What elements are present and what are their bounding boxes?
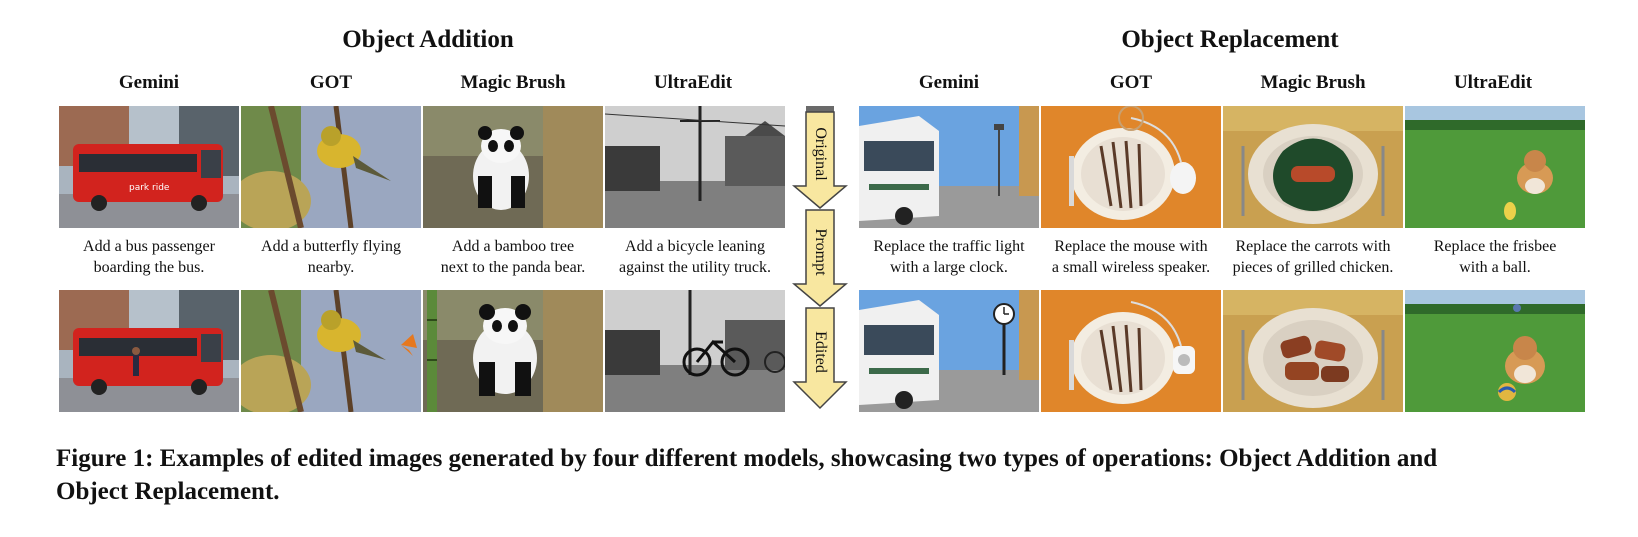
svg-text:park ride: park ride xyxy=(129,183,170,193)
image-original-plate-carrots xyxy=(1223,106,1403,228)
figure-caption-line-1: Figure 1: Examples of edited images gene… xyxy=(56,445,1438,472)
col-head-replacement-gemini: Gemini xyxy=(918,72,980,93)
col-head-replacement-ultraedit: UltraEdit xyxy=(1453,72,1533,93)
arrow-label-edited: Edited xyxy=(812,331,829,373)
image-edited-panda xyxy=(423,290,603,412)
col-head-replacement-magicbrush: Magic Brush xyxy=(1260,72,1366,93)
image-original-street xyxy=(859,106,1039,228)
col-head-replacement-got: GOT xyxy=(1109,72,1153,93)
image-edited-bus xyxy=(59,290,239,412)
col-head-addition-gemini: Gemini xyxy=(118,72,180,93)
section-title-addition: Object Addition xyxy=(342,26,514,53)
section-title-replacement: Object Replacement xyxy=(1121,26,1339,53)
image-original-bird xyxy=(241,106,421,228)
figure-caption-line-2: Object Replacement. xyxy=(56,478,280,505)
image-edited-truck xyxy=(605,290,785,412)
image-original-dog xyxy=(1405,106,1585,228)
col-head-addition-magicbrush: Magic Brush xyxy=(460,72,566,93)
image-edited-plate-chicken xyxy=(1223,290,1403,412)
image-edited-street xyxy=(859,290,1039,412)
col-head-addition-ultraedit: UltraEdit xyxy=(653,72,733,93)
image-original-bus: park ride xyxy=(59,106,239,228)
image-edited-plate-speaker xyxy=(1041,290,1221,412)
figure-caption: Figure 1: Examples of edited images gene… xyxy=(56,442,1596,508)
image-original-panda xyxy=(423,106,603,228)
image-original-plate-mouse xyxy=(1041,106,1221,228)
image-edited-dog xyxy=(1405,290,1585,412)
col-head-addition-got: GOT xyxy=(309,72,353,93)
arrow-label-original: Original xyxy=(812,127,829,181)
image-original-truck xyxy=(605,106,785,228)
arrow-label-prompt: Prompt xyxy=(812,228,829,276)
flow-arrow xyxy=(792,106,848,414)
image-edited-bird xyxy=(241,290,421,412)
